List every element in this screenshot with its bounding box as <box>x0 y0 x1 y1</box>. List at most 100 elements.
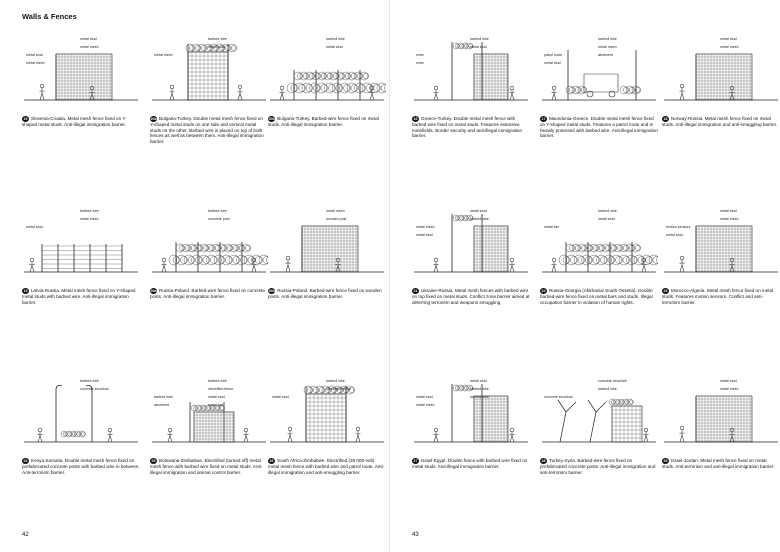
drawing-label: barbed wire <box>598 209 617 213</box>
barbed-wire-coil <box>287 83 386 93</box>
figure-number-badge: 20a <box>150 116 157 122</box>
drawing-label: barbed wire <box>208 209 227 213</box>
barbed-wire-coil <box>294 72 369 80</box>
drawing-label: metal stud <box>416 395 433 399</box>
human-figure <box>552 258 557 272</box>
figure-caption-text: Botswana-Zimbabwe. Electrified (turned o… <box>150 458 263 475</box>
metal-mesh <box>696 54 752 100</box>
metal-mesh <box>696 396 752 442</box>
metal-mesh <box>56 54 112 100</box>
barbed-wire-coil <box>61 431 86 437</box>
drawing-label: metal stud <box>544 61 561 65</box>
metal-mesh <box>474 226 508 272</box>
metal-mesh <box>612 406 642 442</box>
fence-drawing: barbed wire metal mesh metal stud <box>22 209 140 284</box>
drawing-label: metal mesh <box>416 403 435 407</box>
human-figure <box>680 256 685 272</box>
drawing-label: metal stud <box>80 37 97 41</box>
human-figure <box>288 427 293 442</box>
figure-number-badge: 28 <box>540 458 547 464</box>
concrete-posts <box>56 386 92 443</box>
barbed-wire <box>42 246 122 269</box>
human-figure <box>170 85 175 100</box>
figure-number-badge: 26b <box>268 288 276 294</box>
drawing-label: electrified fence <box>326 387 351 391</box>
figure-caption-text: Israel-Egypt. Double fence with barbed w… <box>412 458 528 469</box>
drawing-label: metal mesh <box>80 217 99 221</box>
human-figure <box>680 426 685 442</box>
right-page: 43 <box>390 0 780 552</box>
figure-caption-text: Latvia-Russia. Metal mesh fence fixed on… <box>22 288 136 305</box>
drawing-label: metal mesh <box>326 209 345 213</box>
drawing-label: metal stud <box>720 37 737 41</box>
drawing-label: barbed wire <box>470 37 489 41</box>
figure-caption-text: South Africa-Zimbabwe. Electrified (35 0… <box>268 458 385 475</box>
drawing-label: barbed wire <box>598 37 617 41</box>
human-figure <box>510 258 515 272</box>
human-figure <box>252 258 257 272</box>
human-figure <box>286 256 291 272</box>
drawing-label: metal stud <box>470 209 487 213</box>
human-figure <box>730 258 735 272</box>
figure-number-badge: 17 <box>540 116 547 122</box>
figure-caption-text: Kenya-Somalia. Double metal mesh fence f… <box>22 458 140 475</box>
concrete-structure <box>558 400 606 442</box>
barbed-wire-coil <box>609 399 634 405</box>
drawing-label: barbed wire <box>326 37 345 41</box>
human-figure <box>730 86 735 100</box>
human-figure <box>434 428 439 442</box>
drawing-label: metal bar <box>208 403 224 407</box>
barbed-wire-coil <box>176 244 251 252</box>
page-number-left: 42 <box>22 532 29 538</box>
drawing-label: mine <box>416 61 424 65</box>
figure-caption-text: Russia-Poland. Barbed-wire fence fixed o… <box>268 288 382 299</box>
drawing-label: metal stud <box>26 225 43 229</box>
drawing-label: barbed wire <box>470 395 489 399</box>
figure-caption-text: Russia-Georgia (Abkhazia/ South Ossetia)… <box>540 288 653 305</box>
human-figure <box>30 258 35 272</box>
figure-number-badge: 25 <box>150 458 157 464</box>
figure-caption-text: Turkey-Syria. Barbed-wire fence fixed on… <box>540 458 656 475</box>
drawing-label: metal mesh <box>720 387 739 391</box>
figure-caption-text: Bulgaria-Turkey. Barbed-wire fence fixed… <box>268 116 379 127</box>
human-figure <box>168 428 173 442</box>
drawing-label: concrete structure <box>80 387 109 391</box>
figure-number-badge: 26 <box>268 458 275 464</box>
human-figure <box>680 84 685 100</box>
barbed-wire-coil <box>559 255 658 265</box>
drawing-label: metal mesh <box>720 217 739 221</box>
drawing-label: metal mesh <box>720 45 739 49</box>
human-figure <box>162 258 167 272</box>
drawing-label: barbed wire <box>470 387 489 391</box>
human-figure <box>356 427 361 442</box>
figure-number-badge: 16 <box>412 116 419 122</box>
left-page: Walls & Fences 42 <box>22 12 77 538</box>
figure-number-badge: 27 <box>412 458 419 464</box>
drawing-label: barbed wire <box>154 395 173 399</box>
drawing-label: abutment <box>598 53 613 57</box>
figure-caption-text: Bulgaria-Turkey. Double metal mesh fence… <box>150 116 264 144</box>
drawing-label: motion sensors <box>666 225 691 229</box>
drawing-label: barbed wire <box>326 379 345 383</box>
drawing-label: barbed wire <box>80 209 99 213</box>
